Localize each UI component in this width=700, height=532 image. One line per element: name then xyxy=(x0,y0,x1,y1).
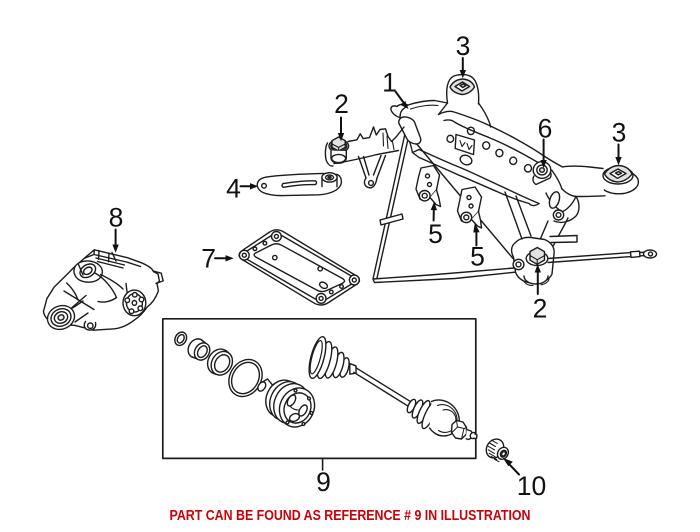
svg-text:3: 3 xyxy=(456,31,471,61)
svg-text:8: 8 xyxy=(109,202,124,232)
svg-text:1: 1 xyxy=(382,68,397,98)
svg-text:5: 5 xyxy=(428,219,443,249)
svg-text:6: 6 xyxy=(538,113,553,143)
svg-text:2: 2 xyxy=(334,89,349,119)
svg-text:7: 7 xyxy=(201,244,216,274)
svg-text:3: 3 xyxy=(612,117,627,147)
svg-text:9: 9 xyxy=(316,467,331,497)
svg-text:4: 4 xyxy=(226,173,241,203)
svg-text:2: 2 xyxy=(533,293,548,323)
svg-text:5: 5 xyxy=(470,242,485,272)
svg-text:10: 10 xyxy=(517,471,546,501)
